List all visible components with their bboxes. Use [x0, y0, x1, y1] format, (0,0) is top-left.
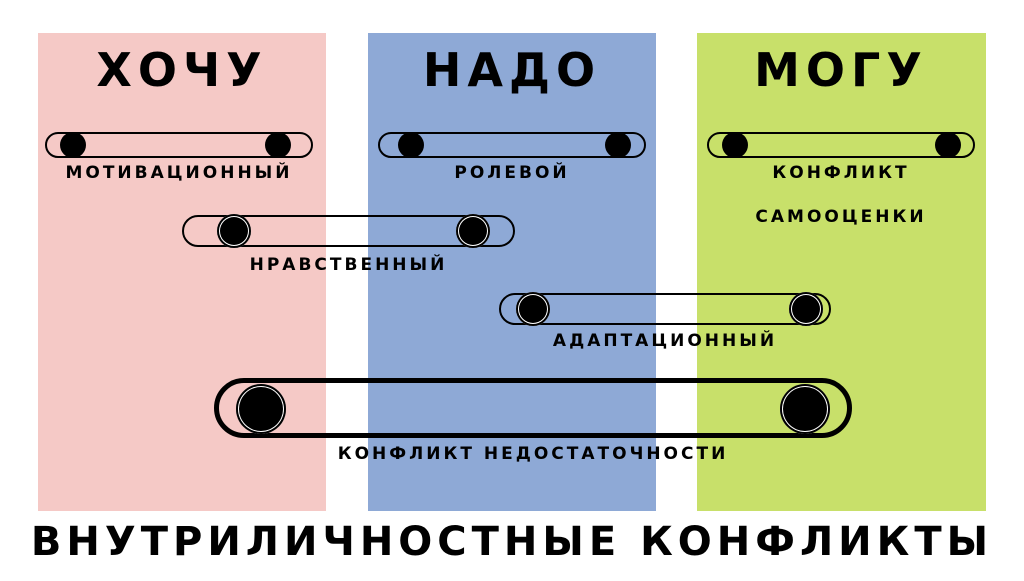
adaptive-end-dot — [789, 292, 823, 326]
diagram-title: ВНУТРИЛИЧНОСТНЫЕ КОНФЛИКТЫ — [30, 519, 994, 565]
insufficiency-start-dot — [236, 384, 286, 434]
self-esteem-end-dot — [935, 132, 961, 158]
heading-can: МОГУ — [754, 43, 928, 97]
role-start-dot — [398, 132, 424, 158]
insufficiency-connector — [214, 378, 852, 438]
self-esteem-connector — [707, 132, 975, 158]
motivational-connector — [45, 132, 313, 158]
self-esteem-start-dot — [722, 132, 748, 158]
label-role: РОЛЕВОЙ — [454, 163, 570, 183]
insufficiency-end-dot — [780, 384, 830, 434]
motivational-end-dot — [265, 132, 291, 158]
column-can — [697, 33, 986, 511]
moral-end-dot — [456, 214, 490, 248]
label-motivational: МОТИВАЦИОННЫЙ — [65, 163, 293, 183]
label-insufficiency: КОНФЛИКТ НЕДОСТАТОЧНОСТИ — [337, 444, 729, 464]
adaptive-start-dot — [516, 292, 550, 326]
heading-want: ХОЧУ — [96, 43, 268, 97]
label-self-esteem-line2: САМООЦЕНКИ — [755, 207, 927, 227]
label-adaptive: АДАПТАЦИОННЫЙ — [552, 331, 778, 351]
role-end-dot — [605, 132, 631, 158]
label-self-esteem-line1: КОНФЛИКТ — [772, 163, 910, 183]
adaptive-connector — [499, 293, 831, 325]
moral-connector — [182, 215, 515, 247]
heading-need: НАДО — [422, 43, 602, 97]
moral-start-dot — [217, 214, 251, 248]
label-moral: НРАВСТВЕННЫЙ — [249, 255, 448, 275]
motivational-start-dot — [60, 132, 86, 158]
role-connector — [378, 132, 646, 158]
